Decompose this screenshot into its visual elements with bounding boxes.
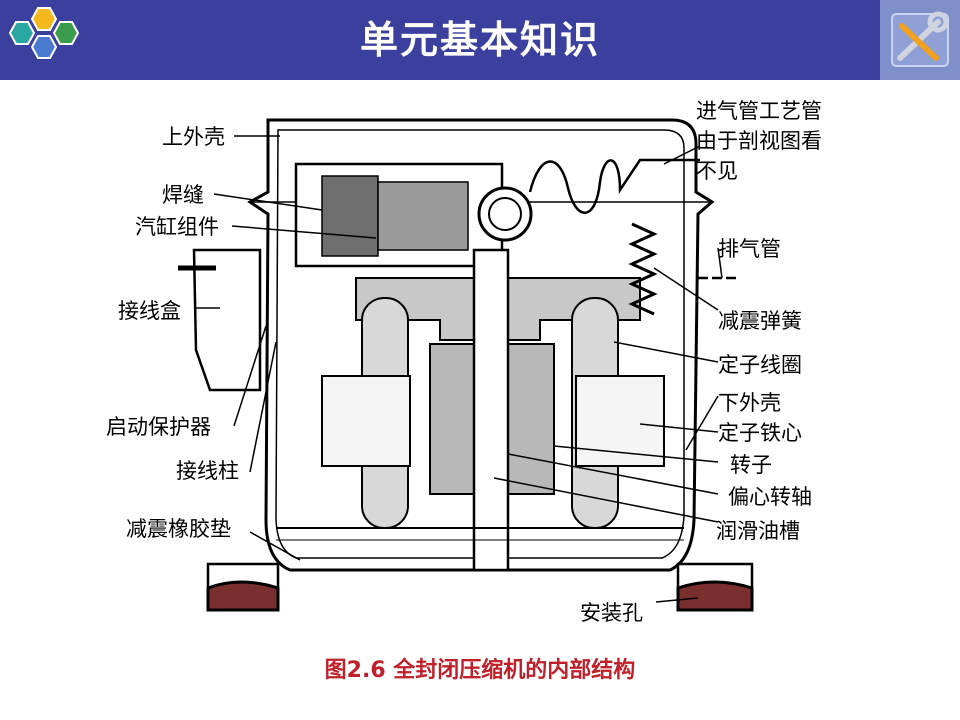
eccentric-shaft (472, 248, 510, 572)
shell-inner (275, 129, 685, 559)
header-bar (0, 0, 960, 80)
label-stator-coil: 定子线圈 (718, 353, 802, 377)
intake-tube (528, 158, 700, 214)
junction-box (192, 248, 262, 392)
label-stator-core: 定子铁心 (718, 421, 802, 445)
label-upper-shell: 上外壳 (162, 125, 225, 149)
label-weld-seam: 焊缝 (162, 183, 204, 207)
label-eccentric-shaft: 偏心转轴 (728, 485, 812, 509)
figure-caption: 图2.6 全封闭压缩机的内部结构 (324, 658, 636, 683)
label-terminal-post: 接线柱 (176, 459, 239, 483)
label-cylinder-assembly: 汽缸组件 (135, 215, 219, 239)
label-intake-pipe-line3: 不见 (696, 159, 738, 183)
stator-core-left (321, 375, 411, 467)
hexagon-cluster-icon (0, 0, 82, 80)
compressor-diagram (178, 118, 754, 612)
label-intake-pipe-line1: 进气管工艺管 (696, 99, 822, 123)
tool-panel (880, 0, 960, 80)
stator-core-right (575, 375, 665, 467)
label-intake-pipe-line2: 由于剖视图看 (696, 129, 822, 153)
wrench-screwdriver-icon (891, 11, 949, 67)
page-title: 单元基本知识 (359, 18, 600, 62)
label-junction-box: 接线盒 (118, 299, 181, 323)
label-start-protector: 启动保护器 (106, 415, 211, 439)
shell-outline (247, 118, 715, 572)
label-exhaust-pipe: 排气管 (718, 237, 781, 261)
label-mounting-hole: 安装孔 (580, 601, 643, 625)
damping-spring (628, 222, 658, 316)
label-rotor: 转子 (730, 453, 772, 477)
label-damping-spring: 减震弹簧 (718, 309, 802, 333)
label-rubber-damping-pad: 减震橡胶垫 (126, 517, 231, 541)
piston-head (477, 186, 533, 242)
label-oil-sump: 润滑油槽 (716, 519, 800, 543)
label-lower-shell: 下外壳 (718, 391, 781, 415)
label-intake-pipe: 进气管工艺管 由于剖视图看 不见 (696, 98, 822, 184)
